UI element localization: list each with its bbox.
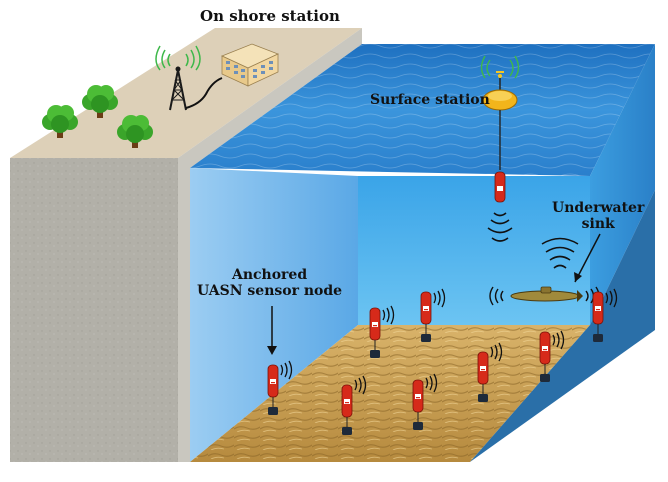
sensor-node-icon <box>341 384 353 436</box>
buoy-icon <box>480 55 520 111</box>
underwater-sink-label-line2: sink <box>581 216 615 232</box>
sensor-node-icon <box>420 291 432 343</box>
sink-pointer-arrow <box>574 233 601 283</box>
water-left-wall <box>190 168 358 462</box>
submarine-icon <box>510 286 583 302</box>
underwater-sink-label: Underwater sink <box>552 200 644 232</box>
on-shore-station-label: On shore station <box>200 7 340 25</box>
surface-station-label: Surface station <box>370 92 490 108</box>
sensor-node-icon <box>539 331 551 383</box>
anchored-node-label-line1: Anchored <box>231 267 308 283</box>
anchored-node-label: Anchored UASN sensor node <box>197 267 342 299</box>
shore-land-edge <box>178 28 362 462</box>
sensor-node-icon <box>494 171 506 203</box>
sensor-node-icon <box>412 379 424 431</box>
shore-cable <box>185 77 223 109</box>
anchored-node-label-line2: UASN sensor node <box>197 283 343 299</box>
water-right-wall <box>590 44 655 325</box>
radio-tower-icon <box>155 45 201 111</box>
acoustic-wave-icon <box>541 237 579 269</box>
sensor-node-icon <box>477 351 489 403</box>
sensor-node-icon <box>267 364 279 416</box>
sensor-node-icon <box>369 307 381 359</box>
acoustic-wave-icon <box>487 212 513 242</box>
seabed-right <box>470 190 655 462</box>
underwater-sink-label-line1: Underwater <box>552 200 645 216</box>
building-icon <box>220 43 280 87</box>
acoustic-wave-icon <box>489 286 504 306</box>
water-back-wall <box>358 176 590 325</box>
sensor-node-icon <box>592 291 604 343</box>
